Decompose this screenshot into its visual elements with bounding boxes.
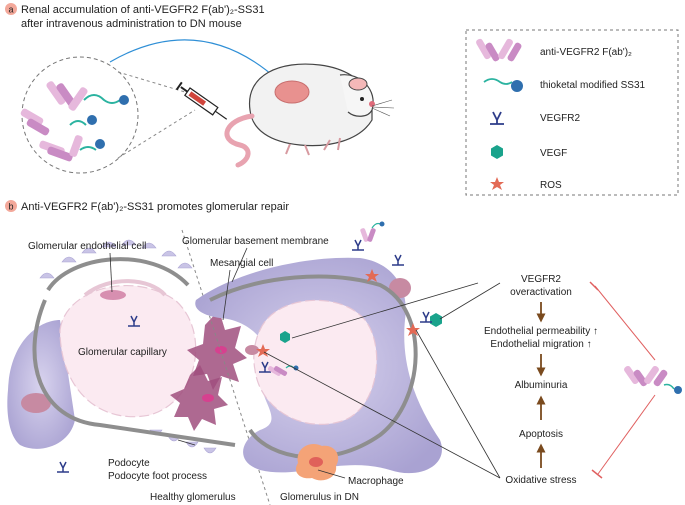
dn-endothelial-nucleus — [245, 345, 259, 355]
leader-gbm — [231, 247, 248, 283]
thioketal-linker — [79, 146, 97, 151]
fab-fragment-icon — [39, 135, 83, 162]
flow-albuminuria: Albuminuria — [515, 380, 568, 391]
leader-foot-process — [177, 439, 196, 446]
thioketal-linker — [83, 94, 121, 104]
ss31-dot — [87, 115, 97, 125]
label-podocyte: Podocyte — [108, 458, 150, 469]
inhibit-line-bottom — [597, 394, 656, 475]
panel-b-badge-text: b — [8, 202, 13, 212]
panel-b: b Anti-VEGFR2 F(ab')₂-SS31 promotes glom… — [5, 200, 682, 505]
label-gbm: Glomerular basement membrane — [182, 236, 329, 247]
flow-vegfr2-line1: VEGFR2 — [521, 274, 561, 285]
ros-star-icon — [365, 269, 379, 282]
panel-a-title-line2: after intravenous administration to DN m… — [21, 18, 242, 30]
legend-item-fab: anti-VEGFR2 F(ab')₂ — [476, 38, 632, 62]
kidney-icon — [274, 80, 310, 104]
legend-box — [465, 29, 679, 196]
mesangial-nucleus — [202, 394, 214, 402]
legend-item-vegf: VEGF — [491, 145, 567, 159]
label-mesangial: Mesangial cell — [210, 258, 273, 269]
fab-ss31-conjugate — [624, 365, 682, 394]
inhibit-line-top — [594, 285, 656, 361]
pathway-flow: VEGFR2 overactivation Endothelial permea… — [484, 274, 598, 486]
mouse-illustration — [224, 63, 395, 168]
label-foot-process: Podocyte foot process — [108, 471, 207, 482]
label-healthy: Healthy glomerulus — [150, 492, 236, 503]
endothelial-cell — [83, 279, 167, 297]
leader-vegfr2 — [291, 282, 479, 339]
syringe-icon — [175, 81, 228, 120]
vegfr2-receptor-icon — [392, 254, 404, 266]
leader-macrophage — [317, 469, 346, 479]
label-macrophage: Macrophage — [348, 476, 404, 487]
vegf-hexagon-icon — [430, 313, 442, 327]
zoom-line-top — [117, 71, 196, 96]
label-dn: Glomerulus in DN — [280, 492, 359, 503]
inhibit-bar-bottom — [591, 469, 603, 479]
vegfr2-receptor-icon — [490, 111, 504, 125]
panel-a-badge — [5, 3, 17, 15]
mesangial-cell — [170, 365, 228, 431]
vegf-hexagon-icon — [280, 331, 290, 343]
thioketal-linker — [69, 120, 87, 126]
vegf-hexagon-icon — [491, 145, 503, 159]
thioketal-ss31-icon — [483, 78, 513, 85]
zoom-circle — [21, 56, 139, 174]
leader-endothelial — [109, 252, 113, 293]
vegfr2-receptor-icon — [128, 315, 140, 327]
flow-vegfr2-line2: overactivation — [510, 287, 572, 298]
panel-b-badge — [5, 200, 17, 212]
ss31-dot — [511, 80, 523, 92]
legend-label-ss31: thioketal modified SS31 — [540, 80, 646, 91]
glomerular-capillary — [59, 285, 197, 418]
leader-oxidative-2 — [415, 329, 501, 479]
legend-label-vegfr2: VEGFR2 — [540, 113, 580, 124]
flow-oxidative: Oxidative stress — [505, 475, 576, 486]
mouse-tail — [224, 113, 255, 168]
macrophage-nucleus — [309, 457, 323, 467]
label-capillary: Glomerular capillary — [78, 347, 167, 358]
leader-oxidative — [263, 351, 501, 479]
vegfr2-receptor-icon — [259, 361, 271, 373]
podocyte-foot-processes — [39, 239, 217, 454]
fab-fragment-icon — [20, 108, 50, 136]
vegfr2-receptor-icon — [420, 311, 432, 323]
panel-a-title-line1: Renal accumulation of anti-VEGFR2 F(ab')… — [21, 4, 265, 16]
flow-apoptosis: Apoptosis — [519, 429, 563, 440]
legend-label-ros: ROS — [540, 180, 562, 191]
legend-label-fab: anti-VEGFR2 F(ab')₂ — [540, 47, 632, 58]
legend-item-ros: ROS — [490, 177, 562, 191]
zoom-line-bottom — [117, 109, 196, 159]
ros-star-icon — [490, 177, 504, 190]
mesangial-nucleus — [215, 346, 227, 354]
delivery-arc — [109, 39, 279, 81]
fab-fragment-icon — [46, 81, 88, 111]
leader-mesangial — [222, 269, 231, 321]
ss31-dot — [119, 95, 129, 105]
ros-star-icon — [406, 323, 420, 336]
ss31-dot — [95, 139, 105, 149]
flow-migration: Endothelial migration ↑ — [490, 339, 591, 350]
fab-fragment-icon — [476, 38, 522, 62]
vegfr2-receptor-icon — [352, 239, 364, 251]
gbm-healthy — [32, 257, 236, 447]
label-endothelial: Glomerular endothelial cell — [28, 241, 146, 252]
healthy-glomerulus — [7, 239, 247, 473]
podocyte-nucleus — [21, 393, 51, 413]
endothelial-nucleus — [100, 290, 126, 300]
fab-ss31-conjugate — [360, 221, 385, 242]
panel-b-title: Anti-VEGFR2 F(ab')₂-SS31 promotes glomer… — [21, 201, 289, 213]
vegfr2-receptor-icon — [57, 461, 69, 473]
panel-a: a Renal accumulation of anti-VEGFR2 F(ab… — [5, 3, 679, 196]
flow-permeability: Endothelial permeability ↑ — [484, 326, 598, 337]
legend-item-ss31: thioketal modified SS31 — [483, 78, 646, 92]
inhibit-bar-top — [589, 281, 599, 291]
leader-vegfr2-2 — [439, 282, 501, 320]
panel-a-badge-text: a — [8, 5, 13, 15]
legend-item-vegfr2: VEGFR2 — [490, 111, 580, 125]
legend-label-vegf: VEGF — [540, 148, 567, 159]
